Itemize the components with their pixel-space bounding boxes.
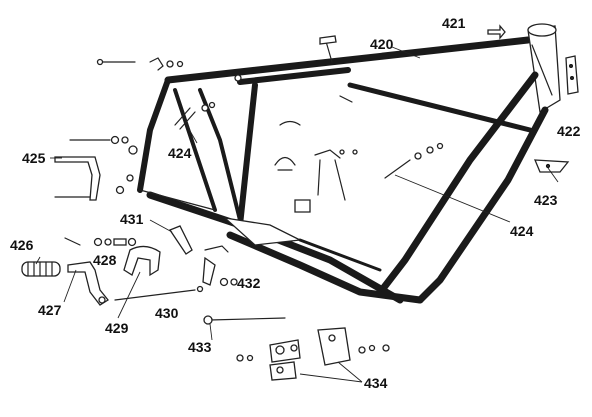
part-421-fitting [487, 24, 506, 40]
label-424-right: 424 [510, 223, 534, 239]
part-433-bolt [203, 315, 286, 325]
label-428: 428 [93, 252, 117, 268]
part-426-rubber [21, 261, 61, 277]
label-423: 423 [534, 192, 558, 208]
label-434: 434 [364, 375, 388, 391]
label-425: 425 [22, 150, 46, 166]
part-423-plate [533, 159, 570, 173]
misc-clips [201, 101, 358, 213]
label-421: 421 [442, 15, 466, 31]
label-422: 422 [557, 123, 581, 139]
label-429: 429 [105, 320, 129, 336]
label-426: 426 [10, 237, 34, 253]
head-stock [527, 23, 561, 114]
label-432: 432 [237, 275, 261, 291]
label-430: 430 [155, 305, 179, 321]
part-432-washer [219, 277, 238, 287]
part-424-studs [174, 107, 444, 179]
part-430-rod [114, 285, 204, 301]
label-424-left: 424 [168, 145, 192, 161]
part-427-pedal-arm [67, 261, 109, 306]
part-422-bracket [565, 55, 579, 95]
part-428-bolts [64, 237, 137, 247]
label-420: 420 [370, 36, 394, 52]
part-425-footrest [54, 135, 138, 201]
label-431: 431 [120, 211, 144, 227]
part-431-lever [169, 225, 229, 286]
part-434-brackets [236, 327, 390, 381]
main-frame [137, 23, 561, 304]
label-433: 433 [188, 339, 212, 355]
label-427: 427 [38, 302, 62, 318]
part-labels: 420 421 422 423 424 424 425 426 427 428 … [10, 15, 581, 391]
top-bolt-parts [96, 35, 353, 103]
part-429-clip [123, 245, 161, 277]
leader-lines [35, 46, 559, 383]
